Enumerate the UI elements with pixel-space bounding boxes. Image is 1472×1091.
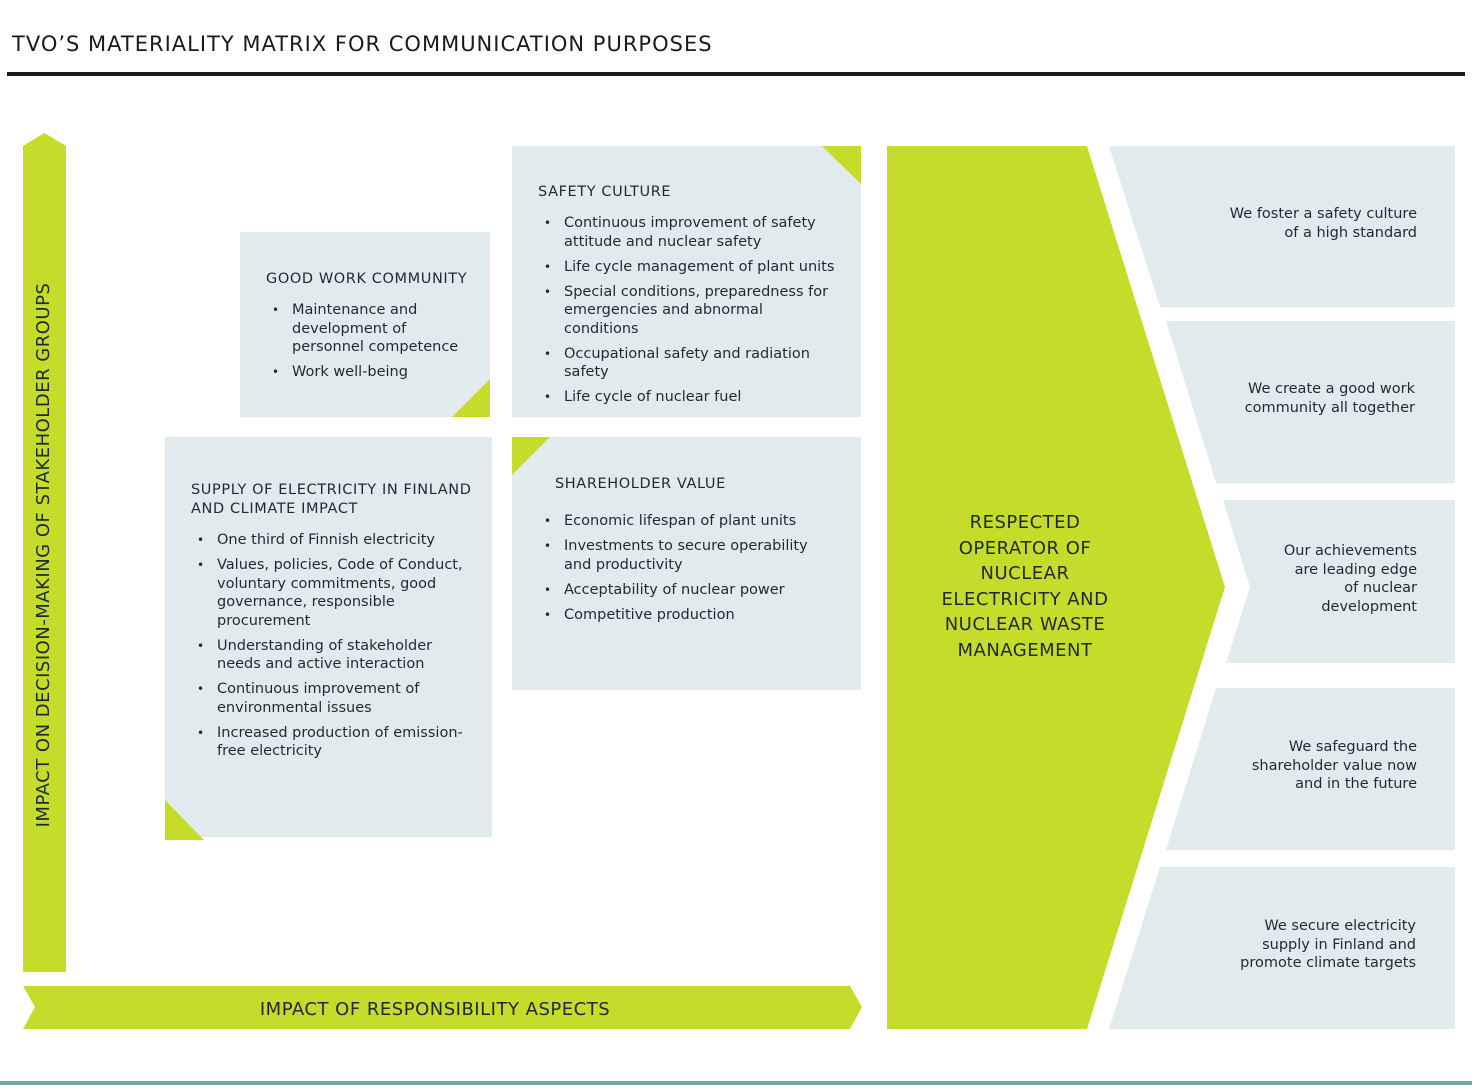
value-band-4-bg [1166, 688, 1455, 850]
good-work-community-list: Maintenance and development of personnel… [266, 301, 476, 382]
list-item: Life cycle management of plant units [538, 258, 838, 277]
page-title: TVO’S MATERIALITY MATRIX FOR COMMUNICATI… [12, 32, 713, 56]
list-item: Work well-being [266, 363, 476, 382]
value-band-3-text: Our achievements are leading edge of nuc… [1283, 543, 1417, 615]
list-item: Continuous improvement of safety attitud… [538, 214, 838, 251]
center-chevron [887, 146, 1225, 1029]
value-band-1-text: We foster a safety culture of a high sta… [1229, 206, 1417, 241]
bottom-divider [0, 1081, 1472, 1085]
shareholder-value-corner [512, 437, 550, 475]
list-item: Values, policies, Code of Conduct, volun… [191, 556, 476, 630]
supply-heading: SUPPLY OF ELECTRICITY IN FINLAND AND CLI… [191, 482, 472, 517]
supply-box: SUPPLY OF ELECTRICITY IN FINLAND AND CLI… [191, 481, 476, 767]
value-band-1-bg [1109, 146, 1455, 307]
title-divider [7, 72, 1465, 76]
value-band-2-text: We create a good work community all toge… [1244, 381, 1415, 416]
shareholder-value-box: SHAREHOLDER VALUE Economic lifespan of p… [538, 475, 838, 631]
list-item: One third of Finnish electricity [191, 531, 476, 550]
list-item: Maintenance and development of personnel… [266, 301, 476, 357]
shareholder-value-heading: SHAREHOLDER VALUE [555, 476, 726, 492]
list-item: Acceptability of nuclear power [538, 581, 838, 600]
list-item: Understanding of stakeholder needs and a… [191, 637, 476, 674]
value-band-5-bg [1109, 867, 1455, 1029]
horizontal-axis-label: IMPACT OF RESPONSIBILITY ASPECTS [259, 999, 611, 1020]
value-band-3-bg [1223, 500, 1455, 663]
safety-culture-corner [822, 146, 861, 184]
horizontal-axis-arrow [23, 986, 862, 1029]
safety-culture-box: SAFETY CULTURE Continuous improvement of… [538, 183, 838, 413]
good-work-community-box: GOOD WORK COMMUNITY Maintenance and deve… [266, 270, 476, 388]
value-band-2-bg [1166, 321, 1455, 483]
list-item: Economic lifespan of plant units [538, 512, 838, 531]
vertical-axis-arrow [23, 133, 66, 972]
value-band-4-text: We safeguard the shareholder value now a… [1251, 739, 1417, 793]
list-item: Occupational safety and radiation safety [538, 345, 838, 382]
safety-culture-heading: SAFETY CULTURE [538, 184, 672, 200]
supply-corner [165, 800, 204, 840]
list-item: Life cycle of nuclear fuel [538, 388, 838, 407]
list-item: Competitive production [538, 606, 838, 625]
good-work-community-heading: GOOD WORK COMMUNITY [266, 271, 468, 287]
good-work-community-corner [452, 379, 490, 417]
vertical-axis-label: IMPACT ON DECISION-MAKING OF STAKEHOLDER… [33, 282, 54, 828]
list-item: Investments to secure operability and pr… [538, 537, 838, 574]
supply-list: One third of Finnish electricity Values,… [191, 531, 476, 761]
list-item: Continuous improvement of environmental … [191, 680, 476, 717]
safety-culture-list: Continuous improvement of safety attitud… [538, 214, 838, 407]
list-item: Increased production of emission-free el… [191, 724, 476, 761]
shareholder-value-list: Economic lifespan of plant units Investm… [538, 512, 838, 624]
list-item: Special conditions, preparedness for eme… [538, 283, 838, 339]
value-band-5-text: We secure electricity supply in Finland … [1240, 918, 1416, 972]
center-statement: RESPECTED OPERATOR OF NUCLEAR ELECTRICIT… [941, 512, 1109, 661]
